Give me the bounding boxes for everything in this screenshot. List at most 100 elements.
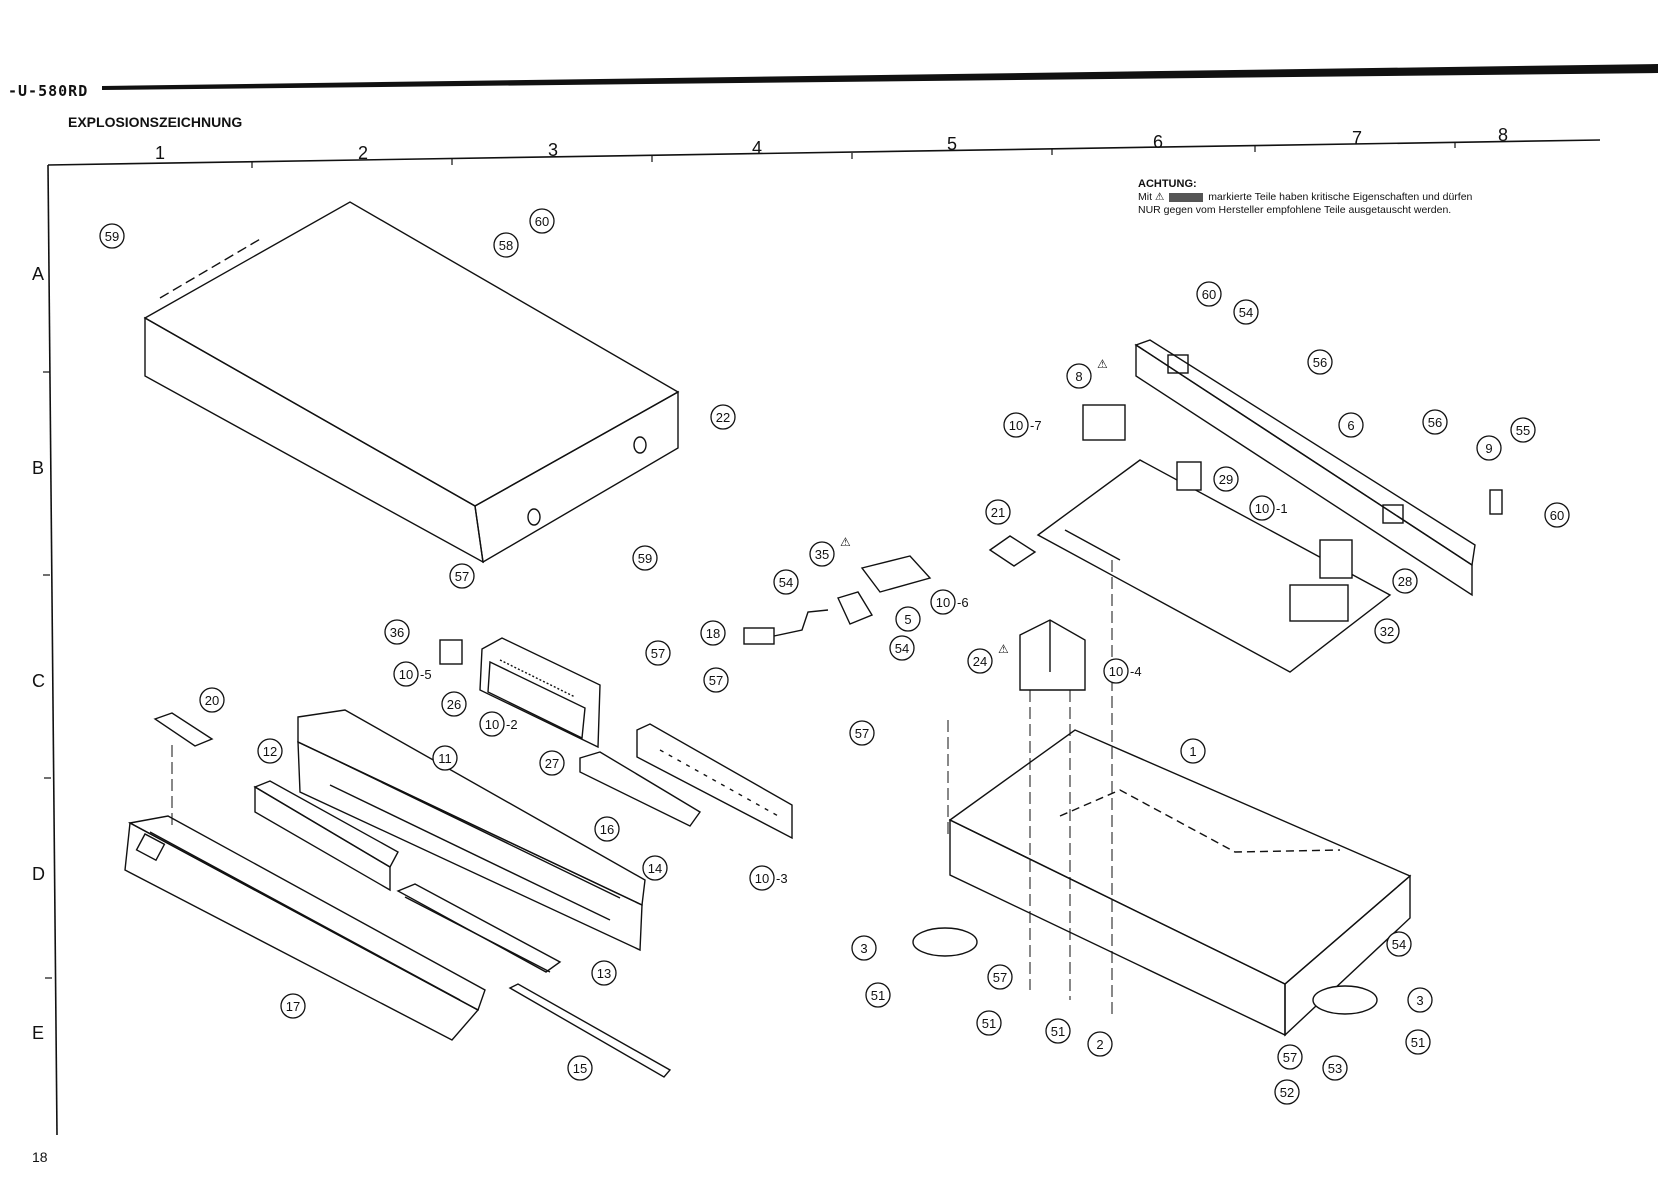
- terminal-32: [1289, 584, 1349, 622]
- callout-circle: [384, 619, 410, 645]
- callout-circle: [1476, 435, 1502, 461]
- callout-label: 56: [1428, 415, 1442, 430]
- callout-circle: [642, 855, 668, 881]
- callout-label: 27: [545, 756, 559, 771]
- callout-1: 1: [1180, 738, 1206, 764]
- callout-circle: [967, 648, 993, 674]
- callout-57: 57: [987, 964, 1013, 990]
- callout-circle: [976, 1010, 1002, 1036]
- callout-22: 22: [710, 404, 736, 430]
- page-number: 18: [32, 1149, 48, 1165]
- display-pcb: [479, 637, 601, 749]
- callout-label: 51: [1051, 1024, 1065, 1039]
- callout-32: 32: [1374, 618, 1400, 644]
- callout-10: 10-7: [1003, 412, 1042, 438]
- callout-circle: [1392, 568, 1418, 594]
- callout-circle: [393, 661, 419, 687]
- callout-label: 22: [716, 410, 730, 425]
- left-border-line: [47, 164, 58, 1136]
- callout-circle: [985, 499, 1011, 525]
- notice-line-1: Mit ⚠ markierte Teile haben kritische Ei…: [1138, 191, 1558, 204]
- callout-10: 10-5: [393, 661, 432, 687]
- callout-circle: [1322, 1055, 1348, 1081]
- warning-icon: ⚠: [1097, 357, 1108, 371]
- callout-label: 57: [709, 673, 723, 688]
- callout-suffix: -7: [1030, 418, 1042, 433]
- callout-56: 56: [1307, 349, 1333, 375]
- callout-8: 8⚠: [1066, 357, 1108, 389]
- callout-2: 2: [1087, 1031, 1113, 1057]
- callout-circle: [1307, 349, 1333, 375]
- callout-circle: [1103, 658, 1129, 684]
- chassis: [948, 729, 1412, 1037]
- callout-label: 60: [535, 214, 549, 229]
- callout-circle: [567, 1055, 593, 1081]
- callout-51: 51: [865, 982, 891, 1008]
- callout-10: 10-4: [1103, 658, 1142, 684]
- connector-29: [1176, 461, 1202, 491]
- grid-col-3: 3: [548, 140, 559, 160]
- callout-circle: [1213, 466, 1239, 492]
- callout-label: 51: [1411, 1035, 1425, 1050]
- callout-circle: [479, 711, 505, 737]
- foot-right: [1312, 985, 1378, 1015]
- callout-circle: [257, 738, 283, 764]
- callout-label: 15: [573, 1061, 587, 1076]
- callout-label: 59: [638, 551, 652, 566]
- callout-10: 10-1: [1249, 495, 1288, 521]
- callout-circle: [199, 687, 225, 713]
- callout-51: 51: [1045, 1018, 1071, 1044]
- callout-60: 60: [1196, 281, 1222, 307]
- callout-label: 56: [1313, 355, 1327, 370]
- callout-circle: [1274, 1079, 1300, 1105]
- callout-52: 52: [1274, 1079, 1300, 1105]
- callout-53: 53: [1322, 1055, 1348, 1081]
- callout-label: 18: [706, 626, 720, 641]
- callout-13: 13: [591, 960, 617, 986]
- callout-label: 3: [860, 941, 867, 956]
- grid-col-7: 7: [1352, 128, 1363, 148]
- grid-col-4: 4: [752, 138, 763, 158]
- callout-label: 51: [982, 1016, 996, 1031]
- callout-10: 10-2: [479, 711, 518, 737]
- callout-59: 59: [99, 223, 125, 249]
- warning-icon: ⚠: [1154, 191, 1165, 203]
- callout-label: 54: [895, 641, 909, 656]
- callout-circle: [280, 993, 306, 1019]
- callout-suffix: -5: [420, 667, 432, 682]
- callout-9: 9: [1476, 435, 1502, 461]
- callout-circle: [529, 208, 555, 234]
- callout-11: 11: [432, 745, 458, 771]
- callout-54: 54: [773, 569, 799, 595]
- front-panel: [124, 815, 486, 1041]
- callout-label: 10: [485, 717, 499, 732]
- callout-label: 60: [1202, 287, 1216, 302]
- callout-10: 10-6: [930, 589, 969, 615]
- foot-left: [912, 927, 978, 957]
- top-cover: [143, 201, 680, 564]
- callout-circle: [1338, 412, 1364, 438]
- callout-24: 24⚠: [967, 642, 1009, 674]
- callout-57: 57: [849, 720, 875, 746]
- callout-27: 27: [539, 750, 565, 776]
- callout-6: 6: [1338, 412, 1364, 438]
- top-border-line: [47, 139, 1601, 166]
- callout-circle: [432, 745, 458, 771]
- column-ticks: [251, 142, 1456, 168]
- callout-circle: [700, 620, 726, 646]
- notice-line-2: NUR gegen vom Hersteller empfohlene Teil…: [1138, 204, 1452, 216]
- callout-35: 35⚠: [809, 535, 851, 567]
- callout-label: 1: [1189, 744, 1196, 759]
- callout-20: 20: [199, 687, 225, 713]
- callout-label: 57: [993, 970, 1007, 985]
- callout-label: 53: [1328, 1061, 1342, 1076]
- callout-label: 35: [815, 547, 829, 562]
- notice-prefix: Mit: [1138, 191, 1152, 203]
- section-title: EXPLOSIONSZEICHNUNG: [68, 114, 243, 130]
- front-subframe: [297, 709, 646, 952]
- marking-box: [1169, 192, 1204, 202]
- callout-label: 54: [1239, 305, 1253, 320]
- callout-circle: [1003, 412, 1029, 438]
- callout-circle: [1066, 363, 1092, 389]
